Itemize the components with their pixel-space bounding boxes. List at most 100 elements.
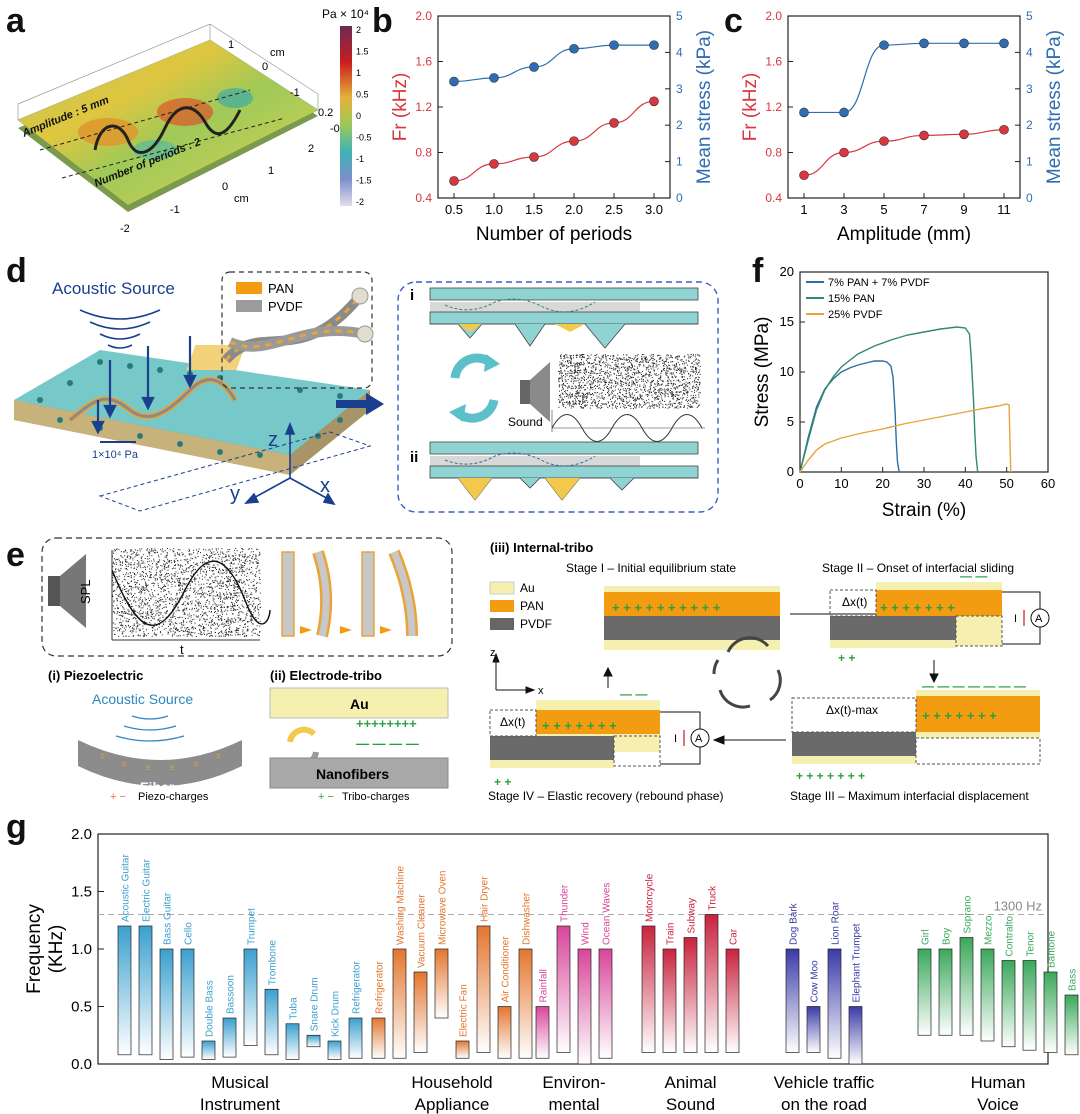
bar-label: Lion Roar (831, 901, 842, 945)
series-line (453, 44, 654, 83)
x-tick-label: 20 (875, 476, 889, 491)
y2-axis-label: Mean stress (kPa) (694, 30, 715, 184)
svg-text:++++++++: ++++++++ (356, 716, 417, 731)
current-label-stage4: I (674, 733, 677, 745)
data-point (799, 170, 809, 181)
y-tick-label: 0.4 (415, 191, 432, 205)
frequency-bar (641, 925, 656, 1053)
bar-label: Bassoon (226, 975, 237, 1014)
sound-label: Sound (508, 415, 543, 429)
data-point (489, 73, 499, 83)
au-label: Au (350, 696, 369, 712)
y-tick-label: 0.5 (71, 999, 92, 1016)
y2-tick-label: 5 (676, 9, 683, 23)
series-line (799, 326, 979, 473)
bar-label: Soprano (963, 895, 974, 933)
colorbar-tick: 1 (356, 68, 361, 78)
axis-tick: 0 (262, 61, 268, 73)
mechanism-inset (397, 281, 719, 513)
svg-text:+ + + + + + +: + + + + + + + (542, 718, 617, 733)
piezo-title: (i) Piezoelectric (48, 668, 143, 683)
svg-text:±: ± (194, 759, 199, 768)
group-label: Sound (666, 1095, 715, 1114)
ammeter-label: A (1035, 613, 1043, 625)
frequency-bar (806, 1006, 821, 1053)
axis-tick: -2 (120, 223, 130, 235)
svg-text:±: ± (122, 759, 127, 768)
legend-label: 25% PVDF (828, 309, 883, 321)
electrode-tribo-title: (ii) Electrode-tribo (270, 668, 382, 683)
ammeter-icon (690, 728, 710, 748)
bar-label: Truck (708, 885, 719, 911)
y-tick-label: 1.5 (71, 884, 92, 901)
frequency-bar (264, 988, 279, 1056)
x-tick-label: 3 (840, 202, 847, 217)
group-label: mental (548, 1095, 599, 1114)
stage-4-label: Stage IV – Elastic recovery (rebound pha… (488, 789, 723, 803)
stage-3-label: Stage III – Maximum interfacial displace… (790, 789, 1029, 803)
data-point (649, 40, 659, 50)
bar-label: Air Conditioner (501, 936, 512, 1003)
arrow-right-icon (336, 393, 384, 415)
colorbar-tick: 2 (356, 25, 361, 35)
stage-4-stack: + + + + + + + — — + + (489, 687, 661, 789)
svg-text:+ + + + + + +: + + + + + + + (796, 769, 865, 783)
panel-label-b: b (372, 2, 393, 40)
pan-legend-label: PAN (268, 281, 294, 296)
svg-text:— — — — — — —: — — — — — — — (922, 679, 1026, 693)
bar-label: Electric Guitar (142, 859, 153, 922)
axis-tick: -1 (290, 87, 300, 99)
y-tick-label: 5 (787, 414, 794, 429)
series-line (804, 42, 1004, 114)
svg-text:+ + + + + + +: + + + + + + + (922, 708, 997, 723)
bar-label: Dishwasher (522, 892, 533, 945)
svg-text:±: ± (146, 763, 151, 772)
data-point (569, 136, 579, 146)
bar-label: Subway (687, 898, 698, 934)
x-tick-label: 2.0 (565, 202, 583, 217)
svg-text:— —: — — (960, 569, 987, 583)
data-point (999, 124, 1009, 135)
nanofibers-label: Nanofibers (316, 766, 389, 782)
internal-tribo-title: (iii) Internal-tribo (490, 540, 593, 555)
ammeter-label-stage4: A (695, 733, 703, 745)
colorbar-tick: -1 (356, 154, 364, 164)
data-point (489, 159, 499, 169)
bar-label: Microwave Oven (438, 871, 449, 945)
y2-tick-label: 4 (676, 45, 683, 59)
frequency-bar (117, 925, 132, 1056)
bar-label: Dog Bark (789, 902, 800, 945)
x-tick-label: 40 (958, 476, 972, 491)
svg-text:— —: — — (620, 687, 647, 701)
noise-pattern (558, 354, 701, 409)
stage-3-stack: + + + + + + + — — — — — — — + + + + + + … (791, 679, 1041, 783)
fiber-label: Fiber (140, 779, 175, 795)
frequency-bar (959, 937, 974, 1036)
speaker-icon (48, 554, 86, 628)
frequency-bar (980, 948, 995, 1042)
axis-tick: -1 (170, 204, 180, 216)
data-point (879, 40, 889, 50)
legend-pan: PAN (520, 599, 544, 613)
tribo-charges-label: Tribo-charges (342, 791, 410, 803)
colorbar (340, 26, 352, 206)
frequency-bar (598, 948, 613, 1059)
frequency-bar (201, 1040, 216, 1060)
panel-e-schematic: SPL t (i) Piezoelectric Acoustic Source … (41, 537, 1050, 803)
data-point (609, 118, 619, 128)
series-line (803, 129, 1005, 176)
ammeter-icon (1030, 608, 1050, 628)
frequency-bar (785, 948, 800, 1053)
y-tick-label: 2.0 (765, 9, 782, 23)
y2-tick-label: 0 (676, 191, 683, 205)
frequency-bar (222, 1017, 237, 1058)
t-label: t (180, 642, 184, 657)
data-point (999, 38, 1009, 49)
frequency-bar (556, 925, 571, 1053)
axis-x-label: x (538, 685, 544, 697)
frequency-bar (577, 948, 592, 1065)
panel-label-d: d (6, 252, 27, 290)
bar-label: Electric Fan (459, 984, 470, 1037)
y-tick-label: 1.6 (765, 55, 782, 69)
